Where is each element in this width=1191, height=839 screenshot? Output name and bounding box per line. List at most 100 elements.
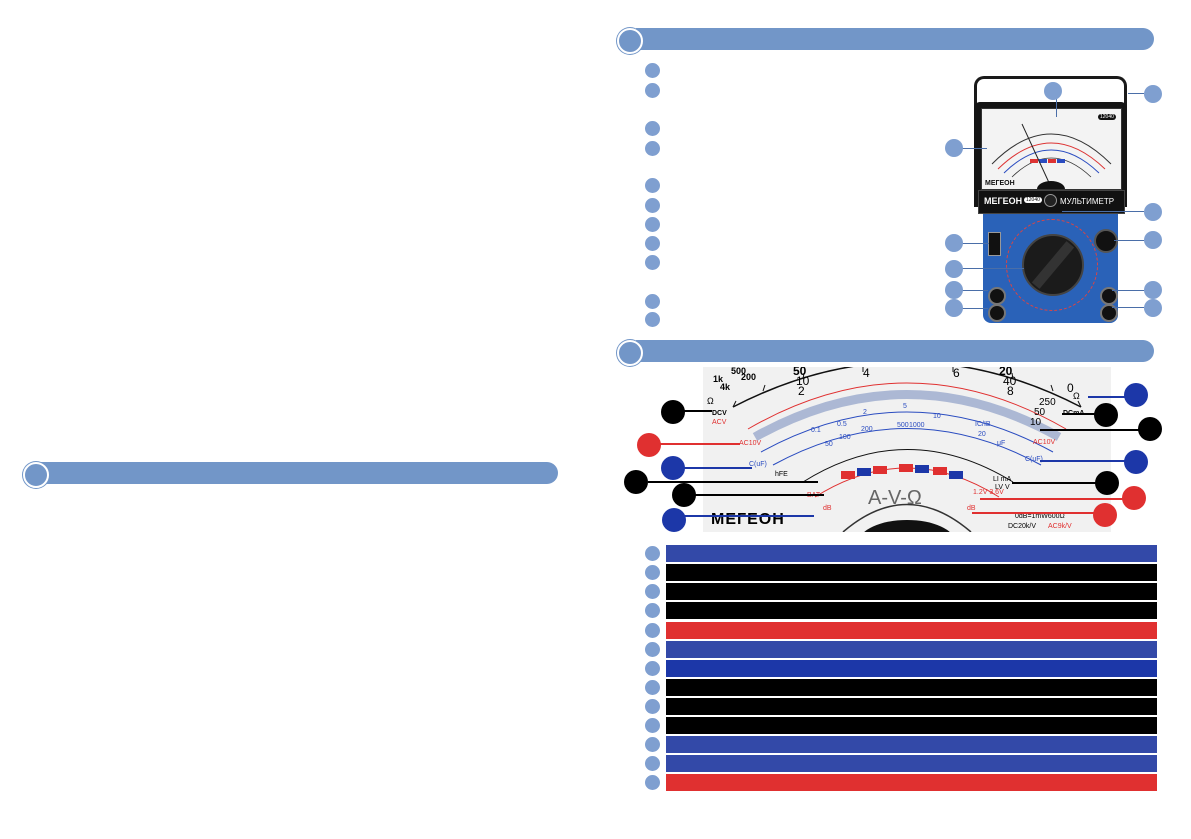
scale-number: 0.1 <box>811 427 821 434</box>
scale-number: 8 <box>1007 384 1014 398</box>
callout-ten-scale <box>1138 417 1162 441</box>
ohm-adjust-knob[interactable] <box>1094 229 1118 253</box>
callout-line <box>962 148 987 149</box>
callout-line <box>1062 211 1144 212</box>
jack-left-lower[interactable] <box>988 304 1006 322</box>
callout-line <box>1112 290 1144 291</box>
scale-number: 10 <box>1030 417 1042 428</box>
scale-number: 20 <box>999 367 1013 378</box>
legend-row-black <box>666 698 1157 715</box>
scale-number: 5 <box>903 403 907 410</box>
section-header-bar-scale <box>636 340 1154 362</box>
sensitivity-dc: DC20k/V <box>1008 523 1037 530</box>
list-bullet <box>645 178 660 193</box>
callout-line <box>980 498 1124 500</box>
range-selector-knob[interactable] <box>1022 234 1084 296</box>
legend-row-blue <box>666 641 1157 658</box>
list-bullet <box>645 63 660 78</box>
callout-handle <box>1144 85 1162 103</box>
callout-li <box>1095 471 1119 495</box>
callout-cuf-right <box>1124 450 1148 474</box>
legend-row-black <box>666 564 1157 581</box>
knob-bar <box>1031 241 1075 289</box>
scale-number: 250 <box>1039 397 1056 408</box>
jack-left-upper[interactable] <box>988 287 1006 305</box>
callout-line <box>1128 93 1144 94</box>
model-badge: 12040 <box>1098 114 1116 120</box>
hfe-label: hFE <box>775 471 788 478</box>
name-plate-model: 12040 <box>1024 197 1042 203</box>
callout-line <box>1114 240 1144 241</box>
list-bullet <box>645 294 660 309</box>
scale-number: 10 <box>796 374 810 388</box>
callout-line <box>962 268 1024 269</box>
cuf-label-left: C(uF) <box>749 461 767 468</box>
scale-number: 50 <box>793 367 807 378</box>
scale-arcs <box>732 367 1082 532</box>
legend-dot <box>645 642 660 657</box>
callout-jack <box>1144 299 1162 317</box>
acv-label: ACV <box>712 419 727 426</box>
multimeter-illustration: 12040 MEГEOH MEГEOH 12040 МУЛЬТИМЕТР <box>974 76 1129 323</box>
legend-dot <box>645 718 660 733</box>
callout-jack <box>945 281 963 299</box>
scale-number: 1k <box>713 374 724 384</box>
ac10v-label-right: AC10V <box>1033 439 1056 446</box>
hfe-socket[interactable] <box>988 232 1001 256</box>
legend-dot <box>645 623 660 638</box>
callout-db <box>1093 503 1117 527</box>
list-bullet <box>645 141 660 156</box>
scale-number: 40 <box>1003 374 1017 388</box>
callout-bat <box>672 483 696 507</box>
range-ring <box>1006 219 1098 311</box>
legend-dot <box>645 699 660 714</box>
scale-center-text: A-V-Ω <box>868 487 922 509</box>
callout-hfe-socket <box>945 234 963 252</box>
callout-cuf <box>661 456 685 480</box>
ohm-label-right: Ω <box>1073 391 1080 401</box>
legend-row-black <box>666 717 1157 734</box>
db-label-right: dB <box>967 505 976 512</box>
db-label-left: dB <box>823 505 832 512</box>
callout-jack <box>1144 281 1162 299</box>
callout-line <box>1040 429 1140 431</box>
callout-line <box>1040 460 1126 462</box>
callout-line <box>648 481 818 483</box>
name-plate-title: МУЛЬТИМЕТР <box>1060 197 1115 206</box>
callout-line <box>962 243 989 244</box>
callout-line <box>694 494 824 496</box>
ohm-label-left: Ω <box>707 396 714 406</box>
scale-number: 1000 <box>909 422 925 429</box>
callout-line <box>1088 396 1126 398</box>
legend-row-red <box>666 622 1157 639</box>
callout-dcma <box>1094 403 1118 427</box>
section-header-dot-scale <box>617 340 643 366</box>
scale-number: 500 <box>897 422 909 429</box>
callout-line <box>972 512 1094 514</box>
legend-row-black <box>666 583 1157 600</box>
section-header-dot-left <box>23 462 49 488</box>
callout-dial <box>1044 82 1062 100</box>
legend-row-red <box>666 774 1157 791</box>
callout-line <box>684 515 814 517</box>
jack-right-lower[interactable] <box>1100 304 1118 322</box>
legend-dot <box>645 603 660 618</box>
section-header-bar-left <box>40 462 558 484</box>
scale-number: 4k <box>720 382 731 392</box>
scale-number: 50 <box>1034 407 1046 418</box>
scale-number: 2 <box>863 409 867 416</box>
legend-row-blue <box>666 660 1157 677</box>
callout-zero-screw <box>1144 203 1162 221</box>
scale-number: 100 <box>839 434 851 441</box>
legend-row-blue <box>666 755 1157 772</box>
callout-scale <box>945 139 963 157</box>
callout-ac10v <box>637 433 661 457</box>
callout-bat-values <box>1122 486 1146 510</box>
scale-number: 200 <box>861 426 873 433</box>
callout-dcv <box>661 400 685 424</box>
callout-line <box>682 410 712 412</box>
scale-number: 200 <box>741 372 757 382</box>
zero-adjust-screw <box>1044 194 1057 207</box>
legend-row-black <box>666 679 1157 696</box>
sensitivity-ac: AC9k/V <box>1048 523 1072 530</box>
